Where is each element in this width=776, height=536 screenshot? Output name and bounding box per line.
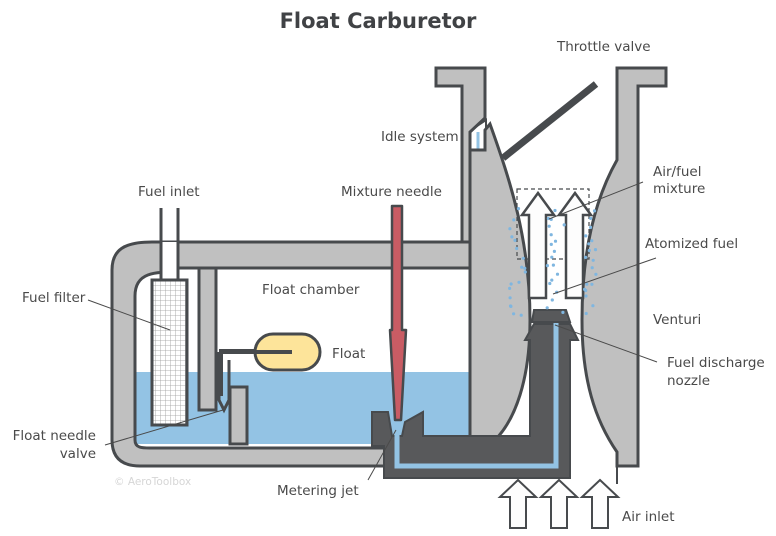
fuel-droplet (589, 216, 593, 220)
leader-atomized-fuel (552, 257, 657, 295)
label-metering-jet: Metering jet (277, 483, 359, 499)
needle-guide-post (197, 266, 218, 412)
fuel-droplet (516, 207, 521, 211)
label-float: Float (332, 346, 365, 362)
label-mixture-needle: Mixture needle (341, 184, 442, 200)
label-venturi: Venturi (653, 312, 701, 328)
label-atomized-fuel: Atomized fuel (645, 236, 738, 252)
fuel-droplet (592, 209, 597, 213)
fuel-filter (150, 278, 189, 427)
venturi-right (580, 66, 668, 468)
fuel-droplet (550, 278, 554, 282)
fuel-droplet (508, 227, 512, 231)
label-fuel-inlet: Fuel inlet (138, 184, 200, 200)
fuel-droplet (553, 208, 557, 213)
label-air-fuel-line2: mixture (653, 181, 705, 197)
label-float-needle-line2: valve (60, 446, 96, 462)
leader-fuel-filter (87, 299, 171, 331)
fuel-droplet (589, 225, 593, 229)
metering-passage (371, 323, 580, 479)
leader-air-fuel-mixture (548, 181, 644, 220)
air-fuel-mixture-region (516, 188, 590, 260)
needle-seat-post (228, 385, 249, 446)
fuel-droplet (552, 249, 557, 253)
fuel-droplet (513, 238, 517, 242)
flow-arrow-right (556, 190, 594, 300)
air-inlet-arrow-1 (497, 478, 539, 529)
fuel-droplet (583, 287, 587, 291)
fuel-droplet (521, 256, 525, 260)
fuel-droplet (508, 296, 512, 300)
fuel-droplet (584, 311, 588, 316)
fuel-droplet (520, 265, 524, 269)
fuel-droplet (549, 242, 553, 246)
fuel-droplet (511, 312, 516, 316)
fuel-droplet (547, 224, 551, 228)
venturi-left (468, 121, 532, 442)
label-idle-system: Idle system (381, 129, 459, 145)
fuel-droplet (515, 246, 519, 251)
fuel-droplet (512, 218, 516, 222)
fuel-droplet (593, 248, 598, 252)
fuel-droplet (523, 266, 527, 270)
air-inlet-arrow-2 (538, 478, 580, 529)
label-throttle-valve: Throttle valve (556, 39, 651, 55)
fuel-droplet (587, 248, 591, 253)
label-float-chamber: Float chamber (262, 282, 360, 298)
fuel-droplet (545, 306, 549, 310)
fuel-droplet (509, 304, 513, 308)
atomized-fuel-droplets (508, 207, 598, 317)
fuel-droplet (553, 239, 558, 243)
fuel-droplet (551, 263, 556, 267)
fuel-droplet (550, 255, 554, 259)
diagram-title: Float Carburetor (280, 9, 477, 33)
air-inlet-arrow-3 (579, 478, 621, 529)
float-chamber-housing (110, 240, 472, 468)
label-float-needle-line1: Float needle (13, 428, 96, 444)
mixture-needle (388, 204, 408, 422)
fuel-droplet (555, 272, 560, 276)
fuel-droplet (545, 264, 550, 268)
discharge-nozzle-cap (530, 309, 572, 323)
fuel-droplet (550, 298, 554, 302)
fuel-droplet (584, 255, 588, 259)
label-fuel-filter: Fuel filter (22, 290, 86, 306)
label-air-inlet: Air inlet (622, 509, 674, 525)
fuel-droplet (517, 280, 521, 284)
flow-arrow-left (519, 190, 557, 300)
fuel-droplet (509, 282, 513, 286)
watermark: © AeroToolbox (114, 476, 191, 488)
fuel-droplet (591, 304, 595, 308)
fuel-droplet (561, 310, 565, 314)
label-air-fuel-line1: Air/fuel (653, 164, 701, 180)
leader-metering-jet (367, 429, 397, 481)
fuel-droplet (590, 239, 594, 243)
fuel-droplet (591, 258, 595, 262)
leader-fuel-discharge-nozzle (554, 324, 658, 363)
leader-float-needle-valve (104, 409, 224, 446)
fuel-droplet (584, 234, 588, 238)
label-fuel-discharge-line2: nozzle (667, 373, 710, 389)
fuel-droplet (587, 242, 591, 246)
fuel-droplet (562, 223, 566, 227)
fuel-droplet (590, 282, 594, 286)
fuel-droplet (594, 272, 598, 276)
fuel-droplet (549, 233, 553, 237)
fuel-droplet (584, 294, 588, 298)
fuel-droplet (523, 270, 527, 274)
fuel-passage (394, 320, 559, 469)
fuel-droplet (508, 286, 512, 290)
fuel-droplet (519, 313, 523, 317)
fuel-droplet (510, 235, 514, 239)
fuel-droplet (590, 266, 594, 270)
fuel-droplet (585, 282, 589, 286)
fuel-droplet (548, 281, 552, 286)
throttle-valve (500, 81, 599, 161)
label-fuel-discharge-line1: Fuel discharge (667, 355, 765, 371)
